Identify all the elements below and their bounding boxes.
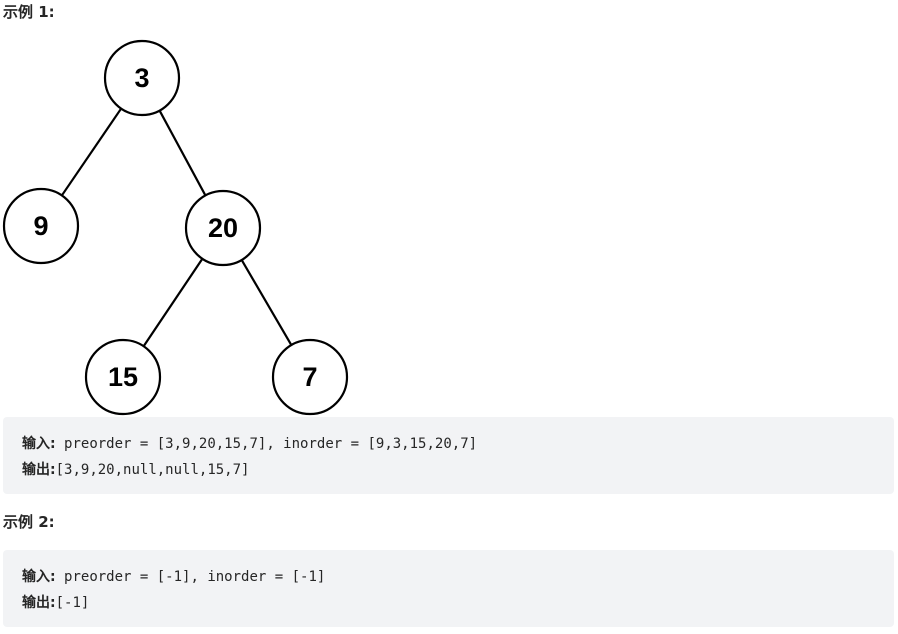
input-label: 输入 [22, 436, 50, 452]
input-value: preorder = [-1], inorder = [-1] [55, 569, 326, 585]
output-value: [-1] [55, 595, 90, 611]
input-separator: : [50, 569, 56, 585]
output-separator: : [50, 595, 56, 611]
output-label: 输出 [22, 462, 50, 478]
binary-tree-diagram: 3 9 20 15 7 [2, 39, 349, 416]
tree-node-label: 7 [302, 362, 317, 392]
tree-node-circle [103, 39, 181, 117]
input-label: 输入 [22, 569, 50, 585]
tree-edges [60, 107, 293, 347]
example-2-code-block: 输入: preorder = [-1], inorder = [-1] 输出:[… [3, 550, 894, 627]
tree-node-circle [84, 338, 162, 416]
input-value: preorder = [3,9,20,15,7], inorder = [9,3… [55, 436, 478, 452]
tree-node-20: 20 [184, 189, 262, 267]
tree-node-label: 20 [208, 213, 238, 243]
output-separator: : [50, 462, 56, 478]
output-label: 输出 [22, 595, 50, 611]
tree-node-3: 3 [103, 39, 181, 117]
tree-nodes: 3 9 20 15 7 [2, 39, 349, 416]
tree-node-circle [271, 338, 349, 416]
tree-edge-n20-n15 [142, 258, 204, 347]
example-1-output-line: 输出:[3,9,20,null,null,15,7] [22, 457, 894, 483]
tree-node-9: 9 [2, 187, 80, 265]
tree-node-label: 9 [33, 211, 48, 241]
example-2-input-line: 输入: preorder = [-1], inorder = [-1] [22, 564, 894, 590]
example-1-input-line: 输入: preorder = [3,9,20,15,7], inorder = … [22, 431, 894, 457]
tree-node-15: 15 [84, 338, 162, 416]
output-value: [3,9,20,null,null,15,7] [55, 462, 250, 478]
example-2-title: 示例 2: [3, 513, 55, 531]
tree-edge-n3-n9 [60, 107, 123, 197]
tree-node-label: 15 [108, 362, 138, 392]
example-2-output-line: 输出:[-1] [22, 590, 894, 616]
example-1-code-block: 输入: preorder = [3,9,20,15,7], inorder = … [3, 417, 894, 494]
input-separator: : [50, 436, 56, 452]
tree-edge-n20-n7 [240, 259, 293, 346]
tree-node-7: 7 [271, 338, 349, 416]
tree-node-label: 3 [134, 63, 149, 93]
tree-node-circle [2, 187, 80, 265]
example-1-title: 示例 1: [3, 3, 55, 21]
tree-edge-n3-n20 [158, 110, 207, 196]
tree-node-circle [184, 189, 262, 267]
